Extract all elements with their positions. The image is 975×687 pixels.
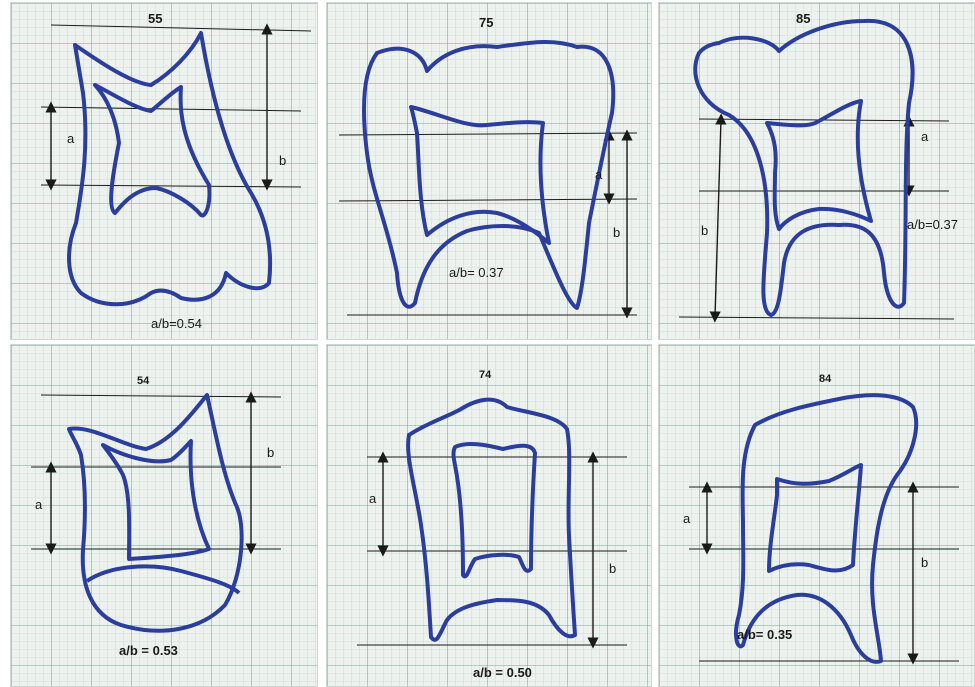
ratio-label: a/b = 0.50 [473,665,532,680]
panel-tooth-75: 75 a b a/b= 0.37 [326,2,652,340]
tooth-74-drawing [327,345,652,687]
a-label: a [67,131,74,146]
a-label: a [683,511,690,526]
b-label: b [613,225,620,240]
ratio-label: a/b = 0.53 [119,643,178,658]
panel-tooth-74: 74 a b a/b = 0.50 [326,344,652,687]
tooth-number: 85 [796,11,810,26]
tooth-85-drawing [659,3,975,340]
a-label: a [369,491,376,506]
b-label: b [267,445,274,460]
ratio-label: a/b=0.54 [151,316,202,331]
ratio-label: a/b= 0.35 [737,627,792,642]
tooth-number: 75 [479,15,493,30]
tooth-number: 54 [137,375,149,387]
tooth-55-drawing [11,3,318,340]
panel-tooth-84: 84 a b a/b= 0.35 [658,344,975,687]
tooth-75-drawing [327,3,652,340]
panel-tooth-55: 55 a b a/b=0.54 [10,2,318,340]
tooth-number: 84 [819,373,831,385]
panel-tooth-85: 85 a b a/b=0.37 [658,2,975,340]
a-label: a [35,497,42,512]
a-label: a [595,167,602,182]
tooth-54-drawing [11,345,318,687]
a-label: a [921,129,928,144]
tooth-84-drawing [659,345,975,687]
ratio-label: a/b=0.37 [907,217,958,232]
b-label: b [701,223,708,238]
tooth-number: 74 [479,369,491,381]
b-label: b [921,555,928,570]
b-label: b [609,561,616,576]
ratio-label: a/b= 0.37 [449,265,504,280]
panel-tooth-54: 54 a b a/b = 0.53 [10,344,318,687]
b-label: b [279,153,286,168]
tooth-number: 55 [148,11,162,26]
